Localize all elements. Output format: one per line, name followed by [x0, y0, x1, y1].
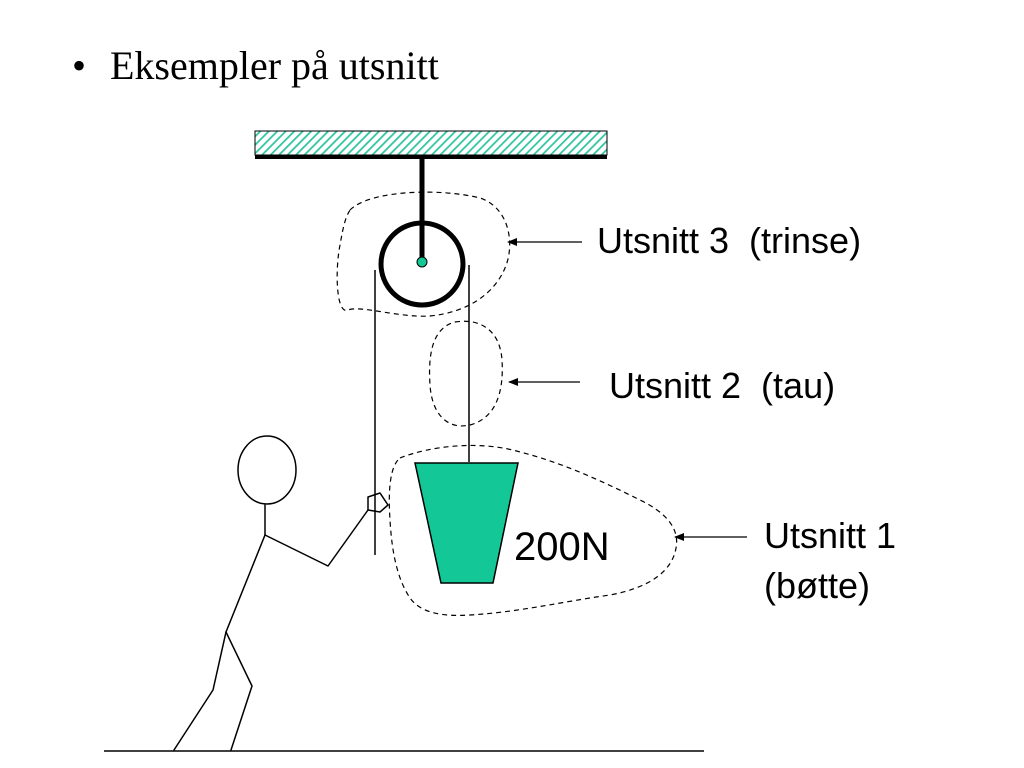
slide-title: Eksempler på utsnitt	[110, 43, 439, 88]
label-utsnitt-3: Utsnitt 3 (trinse)	[597, 220, 861, 261]
callout-arrows	[507, 238, 747, 541]
pulley-wheel	[378, 220, 466, 308]
ceiling	[254, 130, 608, 159]
slide-bullet: • Eksempler på utsnitt	[72, 42, 439, 90]
ceiling-hatch	[254, 130, 608, 156]
bullet-dot: •	[72, 43, 87, 88]
figure-leg-left	[173, 631, 227, 751]
boundary-utsnitt-3	[336, 191, 511, 317]
boundary-utsnitt-1	[388, 444, 678, 617]
figure-arm	[264, 509, 369, 567]
weight-label: 200N	[514, 525, 610, 569]
label-utsnitt-1-line1: Utsnitt 1	[764, 515, 896, 556]
rope	[374, 265, 470, 555]
pulley	[378, 158, 466, 308]
section-boundaries	[336, 191, 678, 617]
label-utsnitt-1-line2: (bøtte)	[764, 565, 870, 606]
pulley-axle	[416, 256, 428, 268]
bucket	[414, 462, 519, 584]
figure-hand	[367, 492, 389, 513]
boundary-utsnitt-2	[428, 320, 503, 427]
figure-head	[237, 435, 297, 505]
label-utsnitt-2: Utsnitt 2 (tau)	[609, 365, 835, 406]
figure-leg-right	[225, 631, 253, 751]
stick-figure	[173, 435, 389, 751]
figure-torso	[225, 534, 266, 633]
